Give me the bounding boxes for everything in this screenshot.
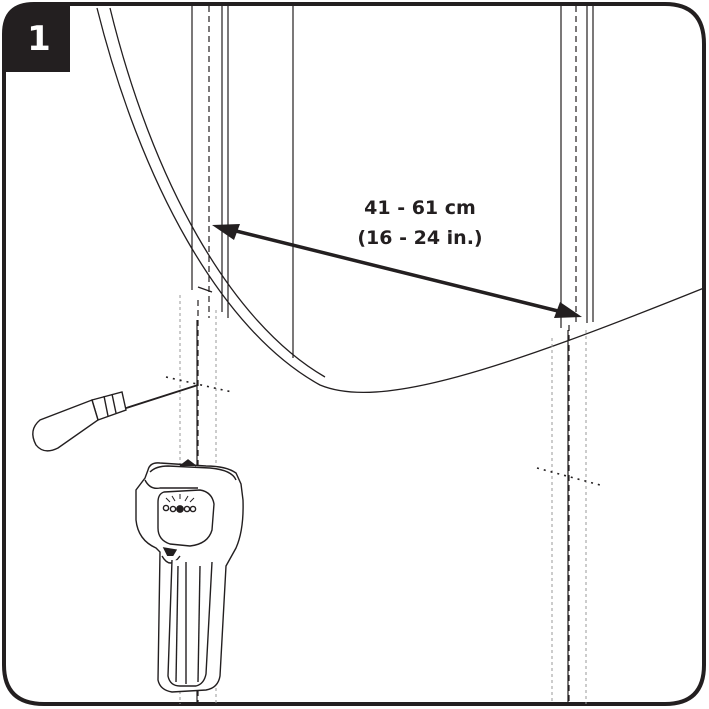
step-number-badge: 1 — [4, 4, 70, 72]
stud-edge-lower — [196, 320, 569, 704]
stud-marks — [165, 376, 601, 486]
spacing-arrow — [212, 224, 582, 318]
screwdriver-icon — [32, 384, 199, 452]
step-number: 1 — [27, 19, 51, 59]
drywall-panel-upper — [191, 6, 594, 358]
stud-finder-icon — [135, 459, 244, 693]
spacing-metric: 41 - 61 cm — [364, 197, 476, 219]
drywall-curl — [96, 7, 705, 394]
stud-centerlines-lower — [197, 300, 570, 704]
spacing-label: 41 - 61 cm (16 - 24 in.) — [340, 193, 500, 253]
spacing-imperial: (16 - 24 in.) — [357, 227, 483, 249]
stud-centerlines-upper — [208, 6, 577, 322]
